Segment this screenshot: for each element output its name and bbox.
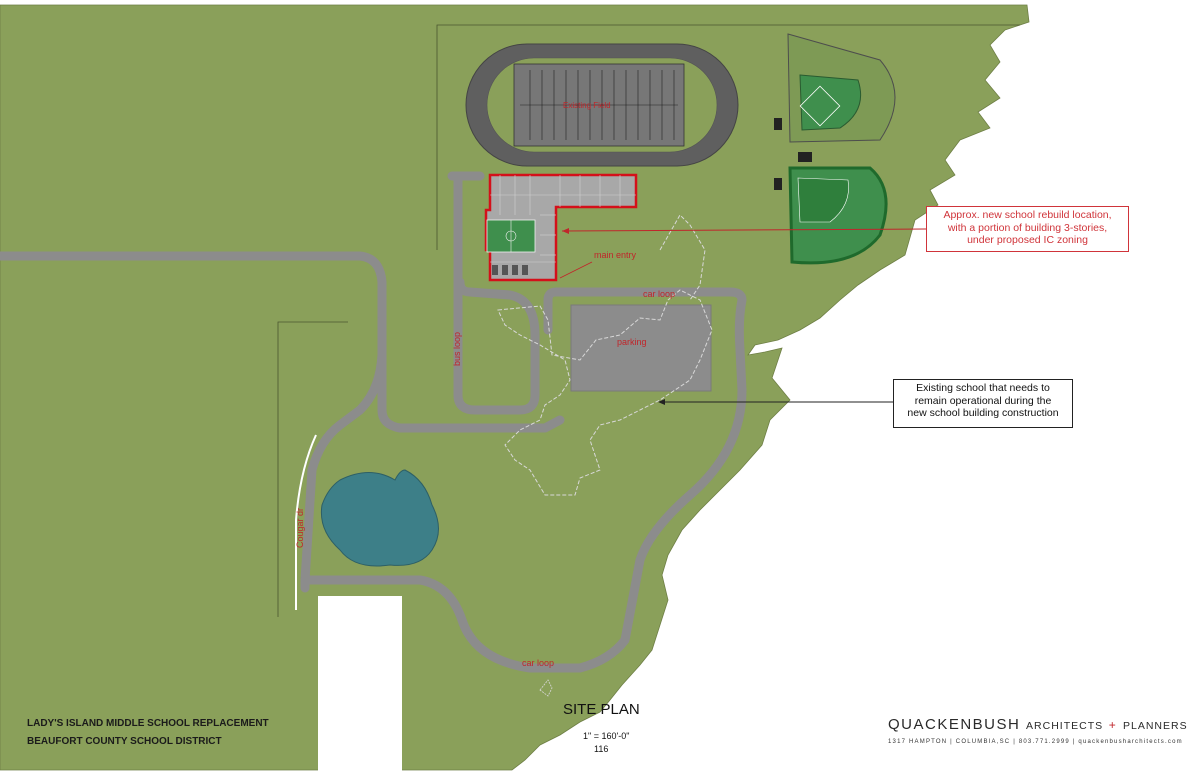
leader-arrow-new <box>562 228 569 234</box>
callout-new-school: Approx. new school rebuild location, wit… <box>926 206 1129 252</box>
client-name: BEAUFORT COUNTY SCHOOL DISTRICT <box>27 736 222 747</box>
sheet-title: SITE PLAN <box>563 701 640 718</box>
zoning-line <box>436 24 1020 250</box>
firm-name: QUACKENBUSH <box>888 716 1021 733</box>
callout-existing-school-line-3: new school building construction <box>907 407 1059 419</box>
parking-lot <box>570 304 712 392</box>
firm-address: 1317 HAMPTON | COLUMBIA,SC | 803.771.299… <box>888 739 1183 745</box>
label-existing-field: Existing Field <box>563 101 611 110</box>
callout-existing-school-line-2: remain operational during the <box>914 394 1052 407</box>
parcel-line <box>277 321 348 617</box>
room-grid <box>490 175 636 263</box>
roads <box>0 171 747 673</box>
infield-2 <box>797 177 849 223</box>
pond <box>320 469 439 567</box>
existing-school-outline <box>497 214 713 496</box>
project-title: LADY'S ISLAND MIDDLE SCHOOL REPLACEMENT <box>27 718 269 729</box>
diamond-1 <box>799 85 841 127</box>
firm-logo: QUACKENBUSH ARCHITECTS + PLANNERS <box>888 716 1188 733</box>
label-car-loop-top: car loop <box>643 289 675 299</box>
site-land <box>0 4 1030 771</box>
yard-lines <box>520 70 678 140</box>
label-parking: parking <box>617 337 647 347</box>
firm-sub-2: PLANNERS <box>1122 720 1188 732</box>
label-bus-loop: bus loop <box>452 332 462 366</box>
label-main-entry: main entry <box>594 250 637 260</box>
callout-new-school-line-1: Approx. new school rebuild location, <box>943 209 1112 221</box>
firm-sub-1: ARCHITECTS <box>1026 720 1104 732</box>
callout-new-school-line-2: with a portion of building 3-stories, <box>947 221 1108 234</box>
callout-existing-school: Existing school that needs to remain ope… <box>893 379 1073 428</box>
label-cougar-dr: Cougar dr <box>295 508 305 548</box>
callout-new-school-line-3: under proposed IC zoning <box>967 234 1088 246</box>
small-structure <box>539 679 553 697</box>
room-fixtures <box>492 265 528 275</box>
label-car-loop-bottom: car loop <box>522 658 554 668</box>
leader-arrow-existing <box>658 399 665 405</box>
callout-existing-school-line-1: Existing school that needs to <box>916 382 1050 394</box>
drawing-scale: 1" = 160'-0" <box>583 731 630 741</box>
leader-main-entry <box>559 261 593 279</box>
new-school-footprint <box>484 173 638 282</box>
leader-new-school <box>561 228 927 232</box>
road-edge <box>295 434 317 610</box>
dugouts <box>774 118 812 190</box>
sheet-number: 116 <box>594 744 609 754</box>
firm-plus: + <box>1108 718 1118 732</box>
notch-parcel <box>318 596 402 772</box>
